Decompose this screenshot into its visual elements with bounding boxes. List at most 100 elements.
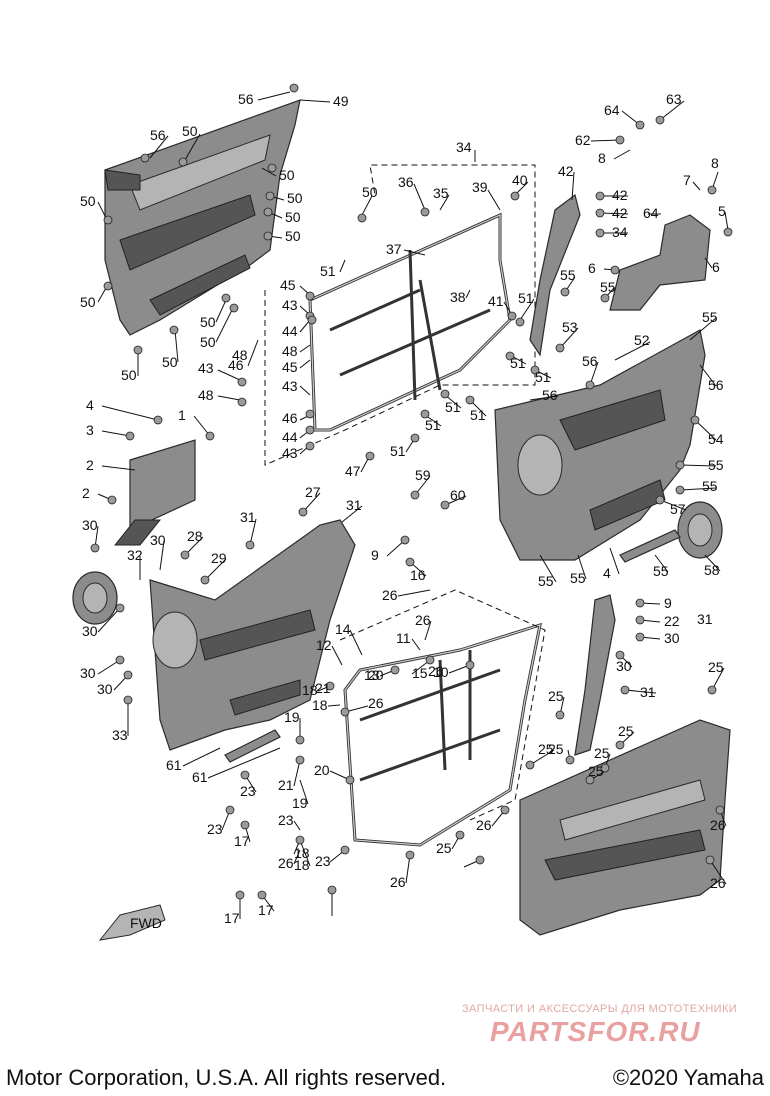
callout-label: 26 (278, 855, 294, 871)
right-door-panel (494, 329, 706, 561)
callout-label: 45 (282, 359, 298, 375)
leader-line (349, 629, 363, 656)
fastener (635, 615, 645, 625)
callout-label: 53 (562, 319, 578, 335)
callout-label: 50 (362, 184, 378, 200)
leader-line (204, 558, 227, 581)
leader-line (519, 298, 535, 321)
callout-label: 26 (710, 875, 726, 891)
leader-line (397, 589, 431, 597)
callout-label: 56 (708, 377, 724, 393)
leader-line (577, 554, 587, 580)
fastener (295, 755, 305, 765)
upper-door-frame (264, 164, 536, 466)
fastener (325, 681, 335, 691)
fastener (225, 805, 235, 815)
callout-label: 19 (292, 795, 308, 811)
callout-label: 51 (445, 399, 461, 415)
fastener (340, 707, 350, 717)
callout-label: 30 (616, 658, 632, 674)
callout-label: 23 (278, 812, 294, 828)
fastener (615, 650, 625, 660)
callout-label: 50 (285, 209, 301, 225)
leader-line (539, 554, 557, 583)
fastener (707, 185, 717, 195)
callout-label: 10 (433, 664, 449, 680)
fastener (340, 845, 350, 855)
lower-right-door-panel (519, 719, 731, 936)
leader-line (293, 759, 301, 787)
speaker-ring-32 (72, 571, 118, 625)
leader-line (184, 133, 201, 161)
callout-label: 30 (82, 517, 98, 533)
callout-label: 31 (346, 497, 362, 513)
callout-label: 41 (488, 293, 504, 309)
fastener (690, 415, 700, 425)
leader-line (293, 849, 301, 865)
leader-line (724, 211, 729, 231)
fastener (565, 755, 575, 765)
callout-label: 25 (548, 741, 564, 757)
callout-label: 50 (182, 123, 198, 139)
callout-label: 54 (708, 431, 724, 447)
fastener (655, 115, 665, 125)
speaker-ring-57 (677, 501, 723, 559)
fastener (123, 695, 133, 705)
fastener (715, 805, 725, 815)
hinge-bracket-5 (609, 214, 711, 311)
callout-label: 55 (702, 309, 718, 325)
leader-line (217, 395, 241, 401)
callout-label: 14 (335, 621, 351, 637)
leader-line (659, 100, 685, 121)
fastener (153, 415, 163, 425)
leader-line (159, 540, 165, 571)
callout-label: 48 (198, 387, 214, 403)
fastener (221, 293, 231, 303)
leader-line (97, 287, 107, 303)
fastener (90, 543, 100, 553)
callout-label: 59 (415, 467, 431, 483)
fastener (585, 775, 595, 785)
leader-line (624, 689, 657, 694)
copyright-year: ©2020 Yamaha (612, 1065, 764, 1090)
fastener (555, 710, 565, 720)
callout-label: 30 (97, 681, 113, 697)
leader-line (207, 747, 281, 779)
fastener (440, 389, 450, 399)
leader-line (247, 339, 259, 367)
callout-label: 61 (192, 769, 208, 785)
leader-line (299, 385, 311, 396)
callout-label: 49 (333, 93, 349, 109)
fastener (465, 395, 475, 405)
callout-label: 18 (294, 857, 310, 873)
fastener (455, 830, 465, 840)
callout-label: 51 (425, 417, 441, 433)
leader-line (571, 171, 575, 201)
fastener (600, 763, 610, 773)
fastener (103, 215, 113, 225)
fastener (723, 227, 733, 237)
fastener (420, 207, 430, 217)
fastener (465, 660, 475, 670)
lower-door-frame (339, 589, 546, 847)
leader-line (679, 464, 717, 467)
callout-label: 34 (612, 224, 628, 240)
callout-label: 27 (305, 484, 321, 500)
fastener (357, 213, 367, 223)
callout-label: 40 (512, 172, 528, 188)
leader-line (689, 317, 717, 341)
leader-line (217, 369, 241, 381)
leader-line (590, 139, 621, 142)
leader-line (257, 91, 291, 101)
fastener (400, 535, 410, 545)
fastener (405, 850, 415, 860)
callout-label: 26 (428, 663, 444, 679)
leader-line (293, 820, 301, 831)
lower-right-pillar-22 (574, 594, 616, 756)
mid-right-pillar-47 (529, 193, 581, 357)
fastener (615, 135, 625, 145)
fastener (205, 431, 215, 441)
leader-line (692, 181, 701, 191)
leader-line (424, 620, 432, 641)
